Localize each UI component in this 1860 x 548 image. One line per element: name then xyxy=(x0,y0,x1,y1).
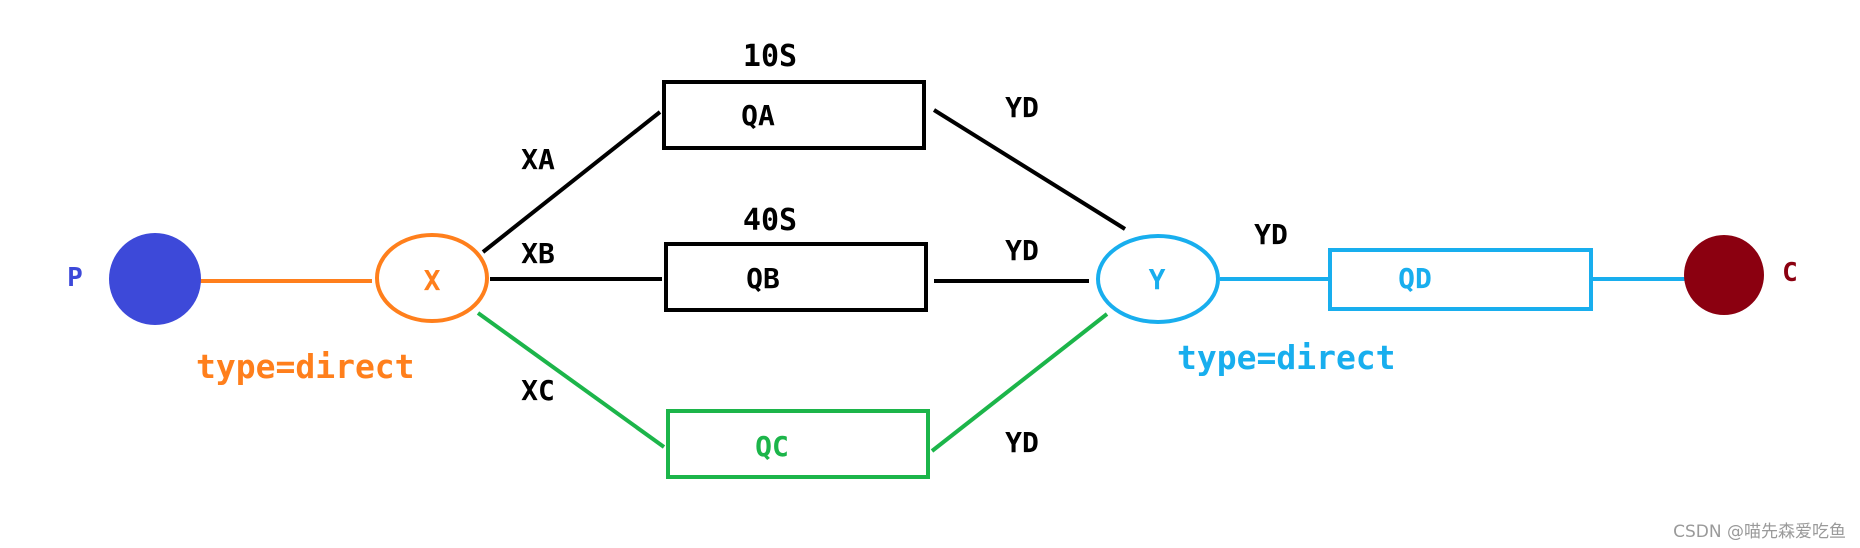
exchange-x-type-label: type=direct xyxy=(196,347,415,386)
consumer-label: C xyxy=(1782,258,1798,288)
exchange-y-node xyxy=(1096,234,1220,324)
edge-x-to-qa xyxy=(481,110,662,254)
routing-key-qa-yd: YD xyxy=(1005,91,1039,124)
queue-qa-label: QA xyxy=(741,99,775,132)
exchange-y-type-label: type=direct xyxy=(1177,338,1396,377)
queue-qd-box xyxy=(1328,248,1593,311)
producer-node xyxy=(109,233,201,325)
queue-qa-ttl-label: 10S xyxy=(743,39,797,74)
queue-qc-box xyxy=(666,409,930,479)
routing-key-xb: XB xyxy=(521,237,555,270)
queue-qb-ttl-label: 40S xyxy=(743,203,797,238)
exchange-x-node xyxy=(375,233,489,323)
routing-key-qc-yd: YD xyxy=(1005,426,1039,459)
exchange-y-label: Y xyxy=(1149,263,1166,296)
edge-x-to-qc xyxy=(476,311,666,449)
queue-qb-box xyxy=(664,242,928,312)
producer-label: P xyxy=(67,263,83,293)
edge-qa-to-y xyxy=(932,108,1127,231)
routing-key-xc: XC xyxy=(521,374,555,407)
routing-key-y-qd: YD xyxy=(1254,218,1288,251)
queue-qa-box xyxy=(662,80,926,150)
exchange-x-label: X xyxy=(424,264,441,297)
consumer-node xyxy=(1684,235,1764,315)
routing-key-qb-yd: YD xyxy=(1005,234,1039,267)
queue-qb-label: QB xyxy=(746,262,780,295)
edge-qc-to-y xyxy=(930,312,1109,453)
edges xyxy=(200,108,1690,453)
watermark: CSDN @喵先森爱吃鱼 xyxy=(1673,522,1846,542)
queue-qc-label: QC xyxy=(755,430,789,463)
queue-qd-label: QD xyxy=(1398,262,1432,295)
routing-key-xa: XA xyxy=(521,143,555,176)
